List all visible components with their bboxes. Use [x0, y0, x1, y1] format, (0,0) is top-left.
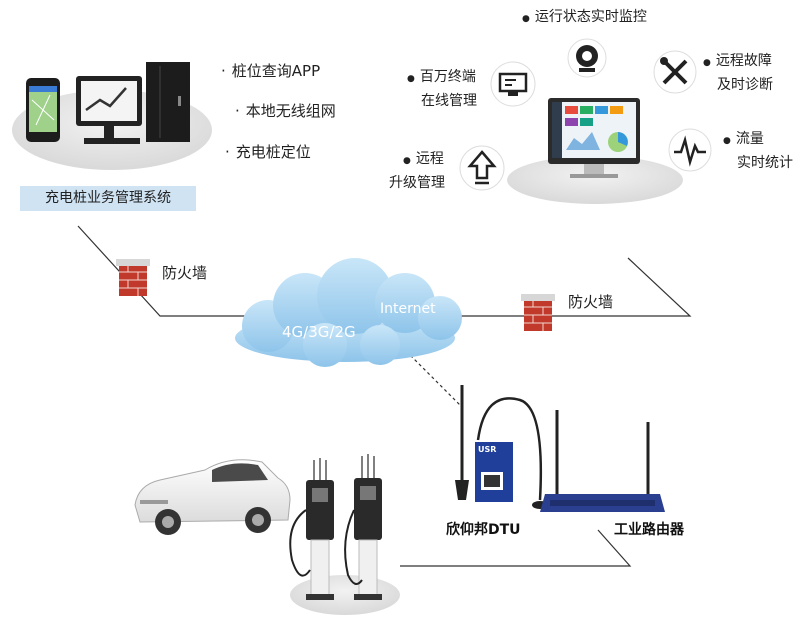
car-graphic — [134, 459, 291, 535]
firewall-left-label: 防火墙 — [162, 264, 208, 282]
run-status-text: 运行状态实时监控 — [534, 9, 647, 25]
flow-label: ● 流量 实时统计 — [723, 128, 793, 174]
charger-1-graphic — [289, 458, 334, 600]
firewall-right-graphic — [521, 294, 555, 331]
terminal-icon — [490, 61, 536, 107]
dashboard-monitor-graphic — [548, 98, 640, 178]
tools-icon — [653, 50, 697, 94]
feature-local-network-bullet: · — [235, 102, 240, 120]
pc-tower-graphic — [146, 62, 190, 142]
cloud-internet-label: Internet — [380, 301, 436, 317]
right-platform — [507, 156, 683, 204]
internet-cloud-graphic — [235, 258, 462, 367]
camera-icon — [567, 38, 607, 78]
upgrade-label: ● 远程 升级管理 — [389, 148, 445, 194]
feature-locate-bullet: · — [225, 143, 230, 161]
upgrade-line1: 远程 — [415, 151, 444, 167]
phone-graphic — [26, 78, 60, 142]
cloud-mobile-label: 4G/3G/2G — [282, 323, 356, 341]
pulse-icon — [668, 128, 712, 172]
fault-label: ● 远程故障 及时诊断 — [703, 50, 773, 96]
terminals-line1: 百万终端 — [419, 69, 476, 85]
fault-line1: 远程故障 — [715, 53, 772, 69]
dtu-label: 欣仰邦DTU — [446, 522, 521, 538]
firewall-left-graphic — [116, 259, 150, 296]
feature-local-network-text: 本地无线组网 — [245, 102, 336, 120]
charger-2-graphic — [344, 454, 382, 600]
flow-line1: 流量 — [735, 131, 764, 147]
system-banner: 充电桩业务管理系统 — [20, 186, 196, 211]
run-status-bullet: ● — [522, 14, 530, 24]
feature-app-text: 桩位查询APP — [231, 62, 321, 80]
upgrade-bullet: ● — [403, 156, 411, 166]
terminals-bullet: ● — [407, 74, 415, 84]
feature-local-network: · 本地无线组网 — [235, 100, 336, 121]
fault-line2: 及时诊断 — [717, 77, 773, 93]
dtu-graphic — [455, 385, 548, 509]
firewall-right-label: 防火墙 — [568, 293, 614, 311]
dtu-brand-label: USR — [478, 445, 497, 454]
pc-monitor-graphic — [76, 76, 142, 144]
flow-bullet: ● — [723, 136, 731, 146]
run-status-label: ● 运行状态实时监控 — [522, 6, 647, 30]
router-graphic — [540, 410, 665, 512]
feature-app: · 桩位查询APP — [221, 60, 320, 81]
feature-locate: · 充电桩定位 — [225, 141, 311, 162]
terminals-label: ● 百万终端 在线管理 — [407, 66, 477, 112]
upgrade-icon — [459, 145, 505, 191]
router-label: 工业路由器 — [614, 522, 684, 538]
feature-locate-text: 充电桩定位 — [235, 143, 311, 161]
terminals-line2: 在线管理 — [421, 93, 477, 109]
fault-bullet: ● — [703, 58, 711, 68]
feature-app-bullet: · — [221, 62, 226, 80]
flow-line2: 实时统计 — [737, 155, 793, 171]
upgrade-line2: 升级管理 — [389, 175, 445, 191]
